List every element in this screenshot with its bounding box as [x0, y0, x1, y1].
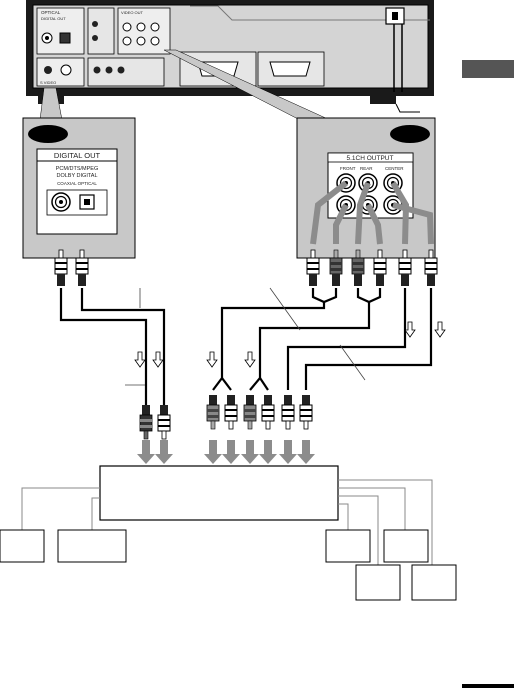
speaker-box-5: [355, 564, 401, 601]
input-plugs: [139, 394, 313, 440]
annotation-lines: [125, 287, 366, 386]
down-arrow-icon: [297, 440, 315, 464]
rca-plug-icon: [224, 394, 238, 430]
speaker-box-6: [411, 564, 457, 601]
down-arrow-icon: [137, 440, 155, 464]
inset-right-marker: [390, 125, 430, 143]
device-rear-panel: OPTICAL DIGITAL OUT VIDEO OUT S VIDEO: [26, 0, 434, 113]
speaker-box-1: [0, 529, 45, 563]
col-rear-label: REAR: [360, 166, 373, 171]
inset-left-line2: DOLBY DIGITAL: [56, 173, 97, 179]
speaker-boxes: [0, 529, 457, 601]
inset-right-title: 5.1CH OUTPUT: [347, 155, 394, 162]
rca-plug-icon: [157, 404, 171, 440]
down-arrow-icon: [204, 440, 222, 464]
col-center-label: CENTER: [385, 166, 404, 171]
down-arrow-icon: [241, 440, 259, 464]
speaker-box-2: [57, 529, 127, 563]
inset-left-title: DIGITAL OUT: [54, 151, 101, 160]
inset-left-line1: PCM/DTS/MPEG: [56, 166, 98, 172]
down-arrow-icon: [279, 440, 297, 464]
rca-plug-icon: [281, 394, 295, 430]
callout-bands: [39, 49, 331, 121]
inset-5-1ch-output: 5.1CH OUTPUT FRONT REAR CENTER: [296, 117, 436, 259]
rca-plug-icon: [243, 394, 257, 430]
insertion-arrows: [137, 440, 315, 464]
down-arrow-icon: [259, 440, 277, 464]
cables: [59, 288, 433, 405]
speaker-wires: [21, 479, 433, 565]
inset-left-marker: [28, 125, 68, 143]
optical-label: OPTICAL: [41, 10, 61, 15]
down-arrow-icon: [155, 440, 173, 464]
rca-plug-icon: [261, 394, 275, 430]
rca-plug-icon: [139, 404, 153, 440]
inset-left-line3: COAXIAL OPTICAL: [57, 181, 97, 186]
coaxial-jack-icon: [51, 192, 71, 212]
speaker-box-3: [325, 529, 371, 563]
speaker-box-4: [383, 529, 429, 563]
rca-plug-icon: [299, 394, 313, 430]
page-footer-bar: [462, 684, 514, 688]
video-out-label: VIDEO OUT: [121, 10, 144, 15]
digital-out-small-label: DIGITAL OUT: [41, 16, 66, 21]
inset-digital-out: DIGITAL OUT PCM/DTS/MPEG DOLBY DIGITAL C…: [22, 117, 136, 259]
rca-plug-icon: [206, 394, 220, 430]
down-arrow-icon: [222, 440, 240, 464]
section-tab: [462, 60, 514, 78]
receiver-box: [99, 465, 339, 521]
col-front-label: FRONT: [340, 166, 356, 171]
svideo-label: S VIDEO: [40, 80, 56, 85]
